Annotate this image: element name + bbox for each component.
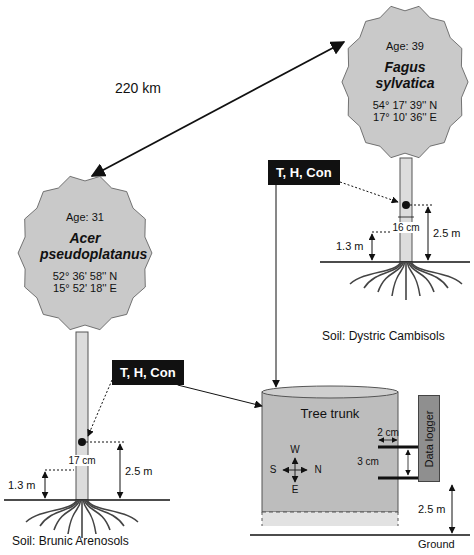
node-text: 17° 10' 36'' E	[373, 111, 437, 124]
data-logger: Data logger	[418, 395, 440, 482]
dimension-label: 2.5 m	[418, 503, 446, 515]
node-text: Age: 39	[386, 40, 424, 53]
dimension-label: 2.5 m	[433, 227, 461, 239]
distance-label: 220 km	[115, 81, 161, 96]
connector	[178, 385, 262, 406]
dimension-label: 1.3 m	[336, 240, 364, 252]
dimension-label: 2.5 m	[125, 465, 153, 477]
dimension-label: 17 cm	[67, 455, 96, 466]
soil-label: Soil: Brunic Arenosols	[12, 535, 129, 548]
compass-letter: S	[270, 464, 277, 475]
node-text: Tree trunk	[262, 392, 398, 421]
node-text: Data logger	[423, 410, 435, 467]
trunk-detail: Tree trunk	[262, 392, 398, 512]
dimension-label: Ground	[418, 538, 455, 550]
dimension-label: 3 cm	[357, 456, 379, 467]
dimension-label: 2 cm	[377, 427, 399, 438]
compass-letter: E	[292, 484, 299, 495]
dimension-label: 1.3 m	[8, 479, 36, 491]
node-text: 54° 17' 39'' N	[373, 99, 438, 112]
node-text: 52° 36' 58'' N	[53, 270, 118, 283]
node-text: Acer pseudoplatanus	[40, 230, 130, 262]
tree-crown: Age: 31 Acer pseudoplatanus 52° 36' 58'' N…	[16, 172, 154, 334]
node-text: T, H, Con	[120, 365, 176, 380]
tree-crown: Age: 39 Fagus sylvatica 54° 17' 39'' N17° …	[340, 2, 470, 162]
connector	[92, 42, 344, 176]
compass-letter: W	[290, 444, 299, 455]
node-text: 15° 52' 18'' E	[53, 282, 117, 295]
compass-letter: N	[314, 464, 321, 475]
node-text: T, H, Con	[276, 165, 332, 180]
sensor-box: T, H, Con	[112, 360, 184, 385]
connector	[276, 185, 277, 387]
node-text: Age: 31	[66, 211, 104, 224]
dimension-label: 16 cm	[391, 222, 420, 233]
node-text: Fagus sylvatica	[360, 59, 450, 91]
soil-label: Soil: Dystric Cambisols	[322, 330, 445, 343]
sensor-box: T, H, Con	[268, 160, 340, 185]
